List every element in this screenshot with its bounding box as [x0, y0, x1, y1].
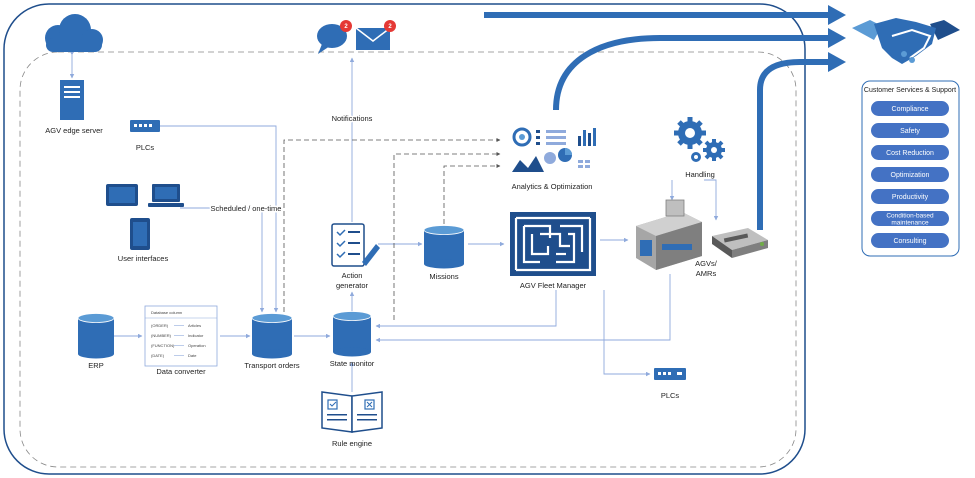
svg-text:maintenance: maintenance [891, 219, 929, 226]
service-pill: Productivity [871, 189, 949, 204]
data-converter-label: Data converter [156, 367, 206, 376]
dashboard-icon [512, 127, 596, 172]
svg-text:Cost Reduction: Cost Reduction [886, 150, 934, 157]
data-converter-table: Database column (ORDER) Articles (NUMBER) I… [144, 305, 218, 367]
service-pill: Optimization [871, 167, 949, 182]
service-pill: Safety [871, 123, 949, 138]
chat-icon [317, 24, 347, 54]
converter-header: Database column [151, 310, 182, 315]
mail-icon [355, 27, 391, 50]
fleet-manager-label: AGV Fleet Manager [520, 281, 587, 290]
erp-label: ERP [88, 361, 103, 370]
database-icon [251, 313, 293, 359]
phone-icon [130, 218, 150, 250]
svg-text:Compliance: Compliance [892, 106, 929, 113]
agvs-label-2: AMRs [696, 269, 717, 278]
action-generator-label-2: generator [336, 281, 369, 290]
agv-edge-server-label: AGV edge server [45, 126, 103, 135]
converter-row-right: Indicator [188, 333, 204, 338]
service-pill: Cost Reduction [871, 145, 949, 160]
mail-badge: 2 [384, 20, 396, 32]
converter-row-right: Date [188, 353, 197, 358]
rule-engine-label: Rule engine [332, 439, 372, 448]
plcs-top-label: PLCs [136, 143, 155, 152]
connections [69, 50, 719, 392]
big-arrow-heads [828, 5, 846, 72]
user-interfaces-label: User interfaces [118, 254, 169, 263]
service-pill: Consulting [871, 233, 949, 248]
converter-row-left: (FUNCTION) [151, 343, 175, 348]
laptop-icon [148, 184, 184, 207]
missions-label: Missions [429, 272, 458, 281]
scheduled-label: Scheduled / one-time [211, 204, 282, 213]
svg-text:2: 2 [344, 24, 348, 30]
svg-text:2: 2 [388, 24, 392, 30]
state-monitor-label: State monitor [330, 359, 375, 368]
svg-text:Productivity: Productivity [892, 194, 929, 201]
svg-text:Consulting: Consulting [893, 238, 926, 245]
chat-badge: 2 [340, 20, 352, 32]
service-pill: Compliance [871, 101, 949, 116]
database-icon [423, 225, 465, 269]
maze-icon [510, 212, 596, 276]
checklist-icon [331, 223, 380, 267]
converter-row-right: Articles [188, 323, 201, 328]
converter-row-left: (DATE) [151, 353, 165, 358]
database-icon [77, 313, 115, 359]
services-title: Customer Services & Support [864, 87, 956, 94]
amr-icon [712, 228, 768, 258]
server-icon [60, 80, 84, 120]
plc-icon [654, 368, 686, 380]
edge-boundary [19, 51, 797, 468]
plcs-bottom-label: PLCs [661, 391, 680, 400]
action-generator-label-1: Action [342, 271, 363, 280]
svg-text:Safety: Safety [900, 128, 920, 135]
converter-rows: (ORDER) Articles (NUMBER) Indicator (FUNCTIO… [151, 323, 206, 358]
agv-icon [636, 199, 702, 270]
handshake-icon [852, 18, 960, 64]
converter-row-left: (NUMBER) [151, 333, 172, 338]
plc-icon [130, 120, 160, 132]
svg-text:Optimization: Optimization [891, 172, 930, 179]
transport-orders-label: Transport orders [244, 361, 299, 370]
cloud-icon [45, 14, 103, 52]
gears-icon [674, 117, 725, 162]
analytics-label: Analytics & Optimization [512, 182, 593, 191]
converter-row-right: Operation [188, 343, 206, 348]
handling-label: Handling [685, 170, 715, 179]
notifications-label: Notifications [332, 114, 373, 123]
big-arrows [484, 12, 830, 230]
services-panel: Customer Services & Support ComplianceSa… [861, 80, 960, 257]
outer-boundary [3, 3, 806, 475]
database-icon [332, 311, 372, 357]
book-icon [321, 391, 383, 433]
svg-text:Condition-based: Condition-based [886, 213, 934, 220]
agvs-label-1: AGVs/ [695, 259, 718, 268]
converter-row-left: (ORDER) [151, 323, 169, 328]
analytics-connections [283, 138, 501, 320]
tablet-icon [106, 184, 138, 206]
